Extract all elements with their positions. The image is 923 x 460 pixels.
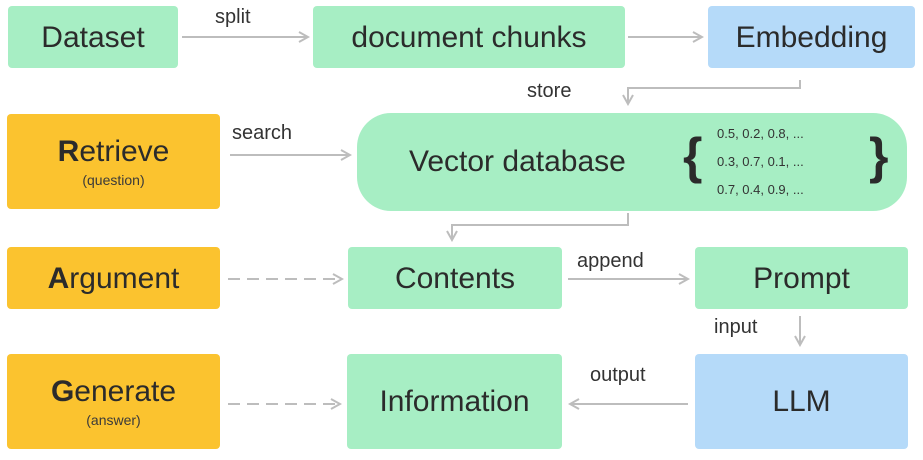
- node-contents: Contents: [348, 247, 562, 309]
- edge-label-append: append: [577, 250, 644, 272]
- edge-label-split: split: [215, 6, 251, 28]
- argument-rest: rgument: [69, 261, 180, 295]
- right-brace: }: [869, 128, 889, 184]
- node-vectordb-label: Vector database: [409, 145, 626, 178]
- node-vector-database: Vector database { 0.5, 0.2, 0.8, ... 0.3…: [357, 113, 907, 211]
- edge-label-output: output: [590, 364, 646, 386]
- node-chunks-label: document chunks: [351, 20, 587, 54]
- node-dataset: Dataset: [8, 6, 178, 68]
- node-contents-label: Contents: [394, 261, 516, 295]
- retrieve-rest: etrieve: [79, 135, 170, 168]
- node-document-chunks: document chunks: [313, 6, 625, 68]
- node-prompt-label: Prompt: [753, 261, 850, 295]
- arrow-store: [628, 80, 801, 104]
- left-brace: {: [683, 128, 703, 184]
- argument-initial: A: [47, 261, 70, 295]
- node-retrieve-sub: (question): [82, 172, 145, 188]
- vector-row: 0.5, 0.2, 0.8, ...: [717, 126, 804, 141]
- edge-label-search: search: [232, 122, 293, 144]
- generate-rest: enerate: [74, 375, 177, 408]
- generate-initial: G: [50, 375, 75, 408]
- edge-label-input: input: [714, 316, 758, 338]
- node-generate-sub: (answer): [86, 412, 141, 428]
- node-information-label: Information: [379, 385, 530, 418]
- node-dataset-label: Dataset: [41, 20, 145, 54]
- vector-row: 0.3, 0.7, 0.1, ...: [717, 154, 804, 169]
- node-prompt: Prompt: [695, 247, 908, 309]
- node-retrieve-label: Retrieve: [58, 135, 170, 168]
- node-information: Information: [347, 354, 562, 449]
- retrieve-initial: R: [57, 135, 80, 168]
- node-embedding-label: Embedding: [735, 20, 888, 54]
- node-generate-label: Generate: [51, 375, 176, 408]
- node-retrieve: Retrieve (question): [7, 114, 220, 209]
- arrow-to-contents: [452, 213, 629, 240]
- edge-label-store: store: [527, 80, 572, 102]
- vector-row: 0.7, 0.4, 0.9, ...: [717, 182, 804, 197]
- node-argument-label: Argument: [48, 262, 180, 295]
- node-generate: Generate (answer): [7, 354, 220, 449]
- node-argument: Argument: [7, 247, 220, 309]
- node-llm-label: LLM: [772, 385, 831, 418]
- node-embedding: Embedding: [708, 6, 915, 68]
- node-llm: LLM: [695, 354, 908, 449]
